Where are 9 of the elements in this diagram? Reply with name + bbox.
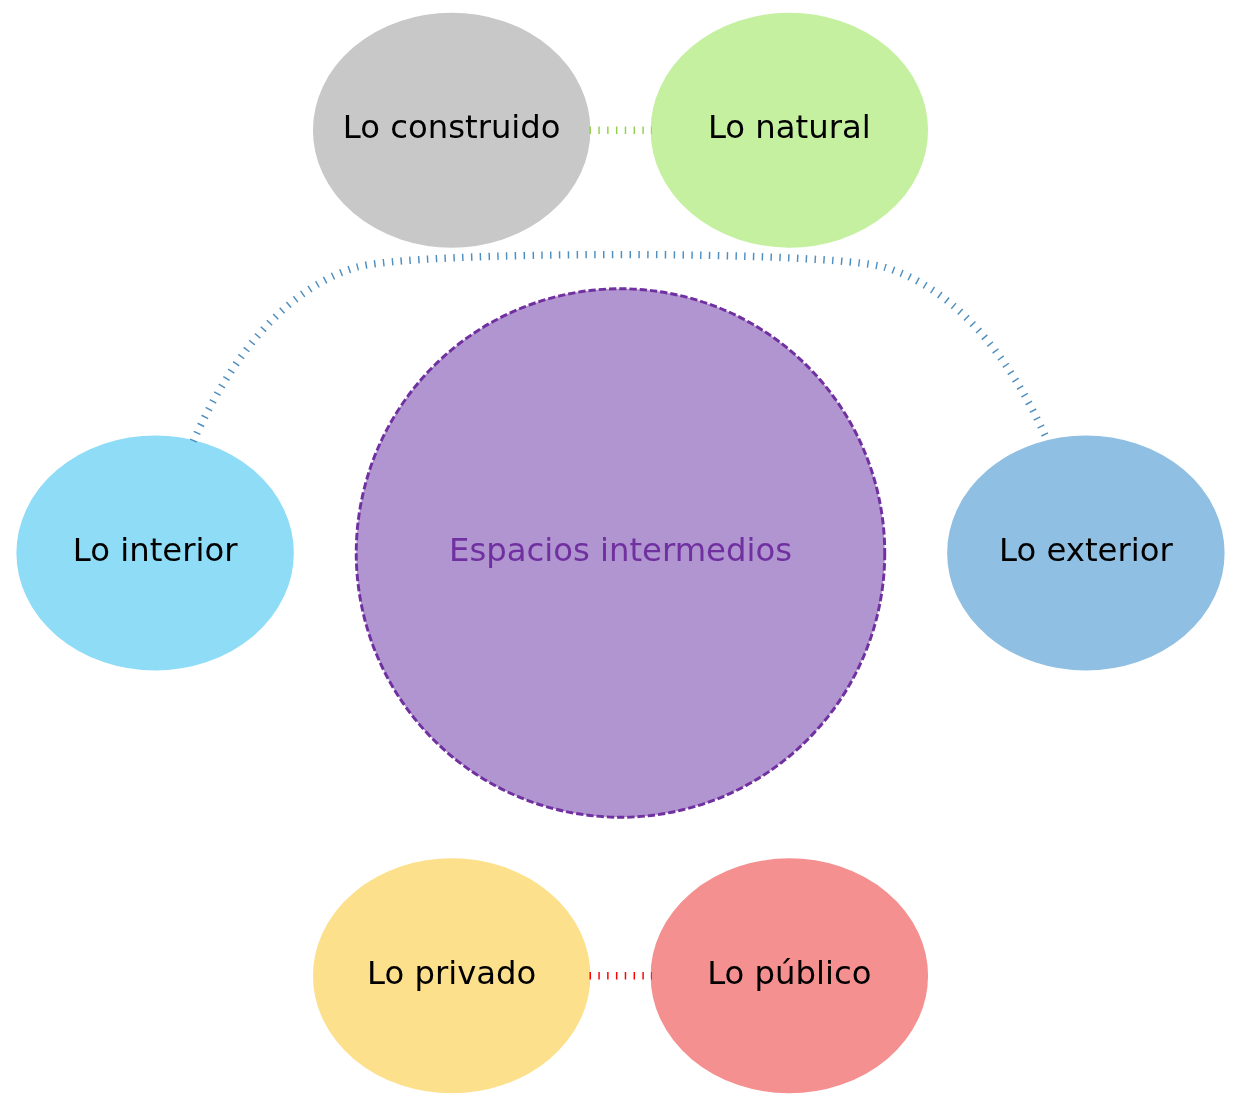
node-circle: Espacios intermedios	[354, 287, 887, 819]
node-ellipse: Lo interior	[16, 435, 294, 671]
connector	[589, 126, 652, 134]
node-ellipse: Lo privado	[312, 858, 591, 1094]
node-ellipse: Lo construido	[312, 12, 591, 248]
node-ellipse: Lo público	[650, 858, 929, 1094]
node-ellipse: Lo exterior	[947, 435, 1225, 671]
node-ellipse: Lo natural	[650, 12, 929, 248]
connector	[589, 972, 652, 980]
